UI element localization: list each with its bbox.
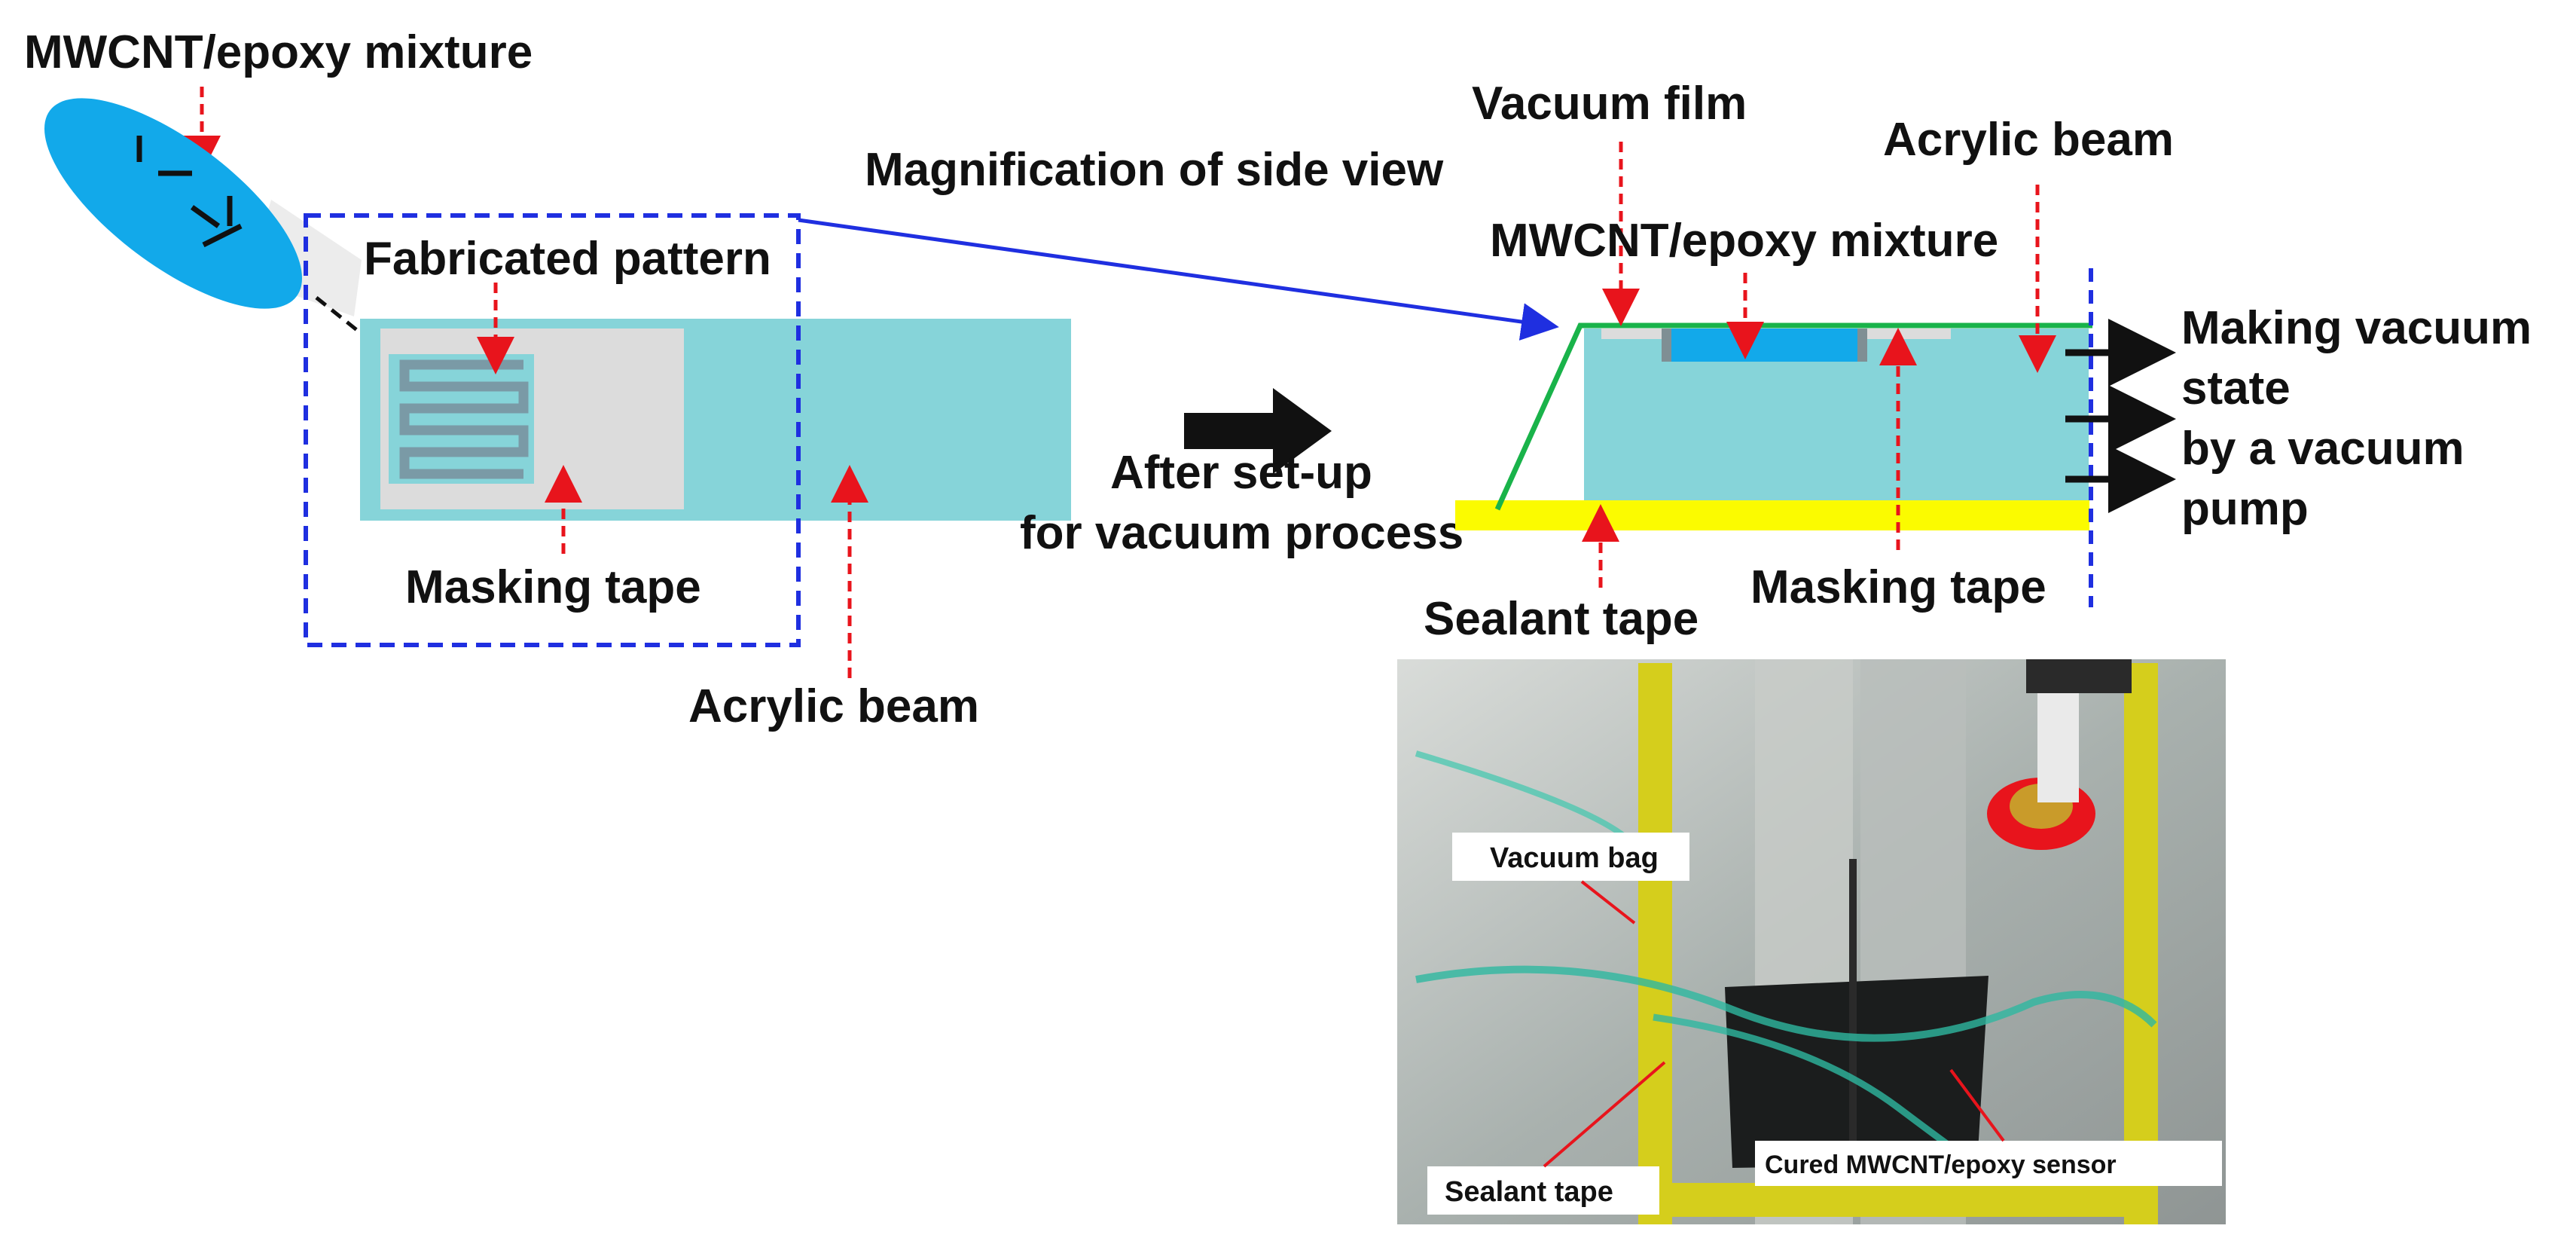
mixture-label: MWCNT/epoxy mixture [24,26,533,78]
mixture-side [1671,329,1857,362]
side-view-panel: Vacuum film Acrylic beam MWCNT/epoxy mix… [1424,78,2532,645]
sealant-tape-side [1455,500,2089,530]
pattern-label: Fabricated pattern [364,233,771,285]
vacuum-label-4: pump [2181,483,2309,535]
sealant-label: Sealant tape [1424,593,1699,645]
photo-bag-label: Vacuum bag [1490,842,1659,874]
vacuum-setup-photo: Vacuum bag Sealant tape Cured MWCNT/epox… [1397,659,2226,1224]
mask-edge-left [1662,329,1671,362]
beam-label-right: Acrylic beam [1883,114,2174,166]
masking-tape-side-left [1601,329,1668,339]
magnification-frame [304,213,801,647]
magnification-label: Magnification of side view [865,144,1444,196]
vacuum-label-3: by a vacuum [2181,423,2465,475]
film-label: Vacuum film [1472,78,1747,130]
mask-edge-right [1857,329,1867,362]
transition: Magnification of side view After set-up … [798,144,1559,559]
vacuum-label-1: Making vacuum [2181,302,2532,354]
after-label-2: for vacuum process [1020,507,1463,559]
dispenser-icon [44,98,362,316]
photo-sensor-label: Cured MWCNT/epoxy sensor [1765,1151,2117,1179]
process-arrow [1184,388,1332,474]
masking-tape-side-right [1866,329,1951,339]
mixture-label-right: MWCNT/epoxy mixture [1490,215,1998,267]
top-view-panel: MWCNT/epoxy mixture Fabricated pattern M… [24,26,1071,732]
photo-sealant-label: Sealant tape [1445,1176,1613,1208]
masking-label-right: Masking tape [1750,561,2046,613]
magnification-arrow [798,218,1559,341]
fabricated-pattern [399,359,529,479]
vacuum-film [1494,322,2092,511]
vacuum-label-2: state [2181,362,2291,414]
pattern-pad [389,354,534,484]
masking-label: Masking tape [405,561,701,613]
beam-label: Acrylic beam [688,680,979,732]
after-label-1: After set-up [1110,447,1372,499]
